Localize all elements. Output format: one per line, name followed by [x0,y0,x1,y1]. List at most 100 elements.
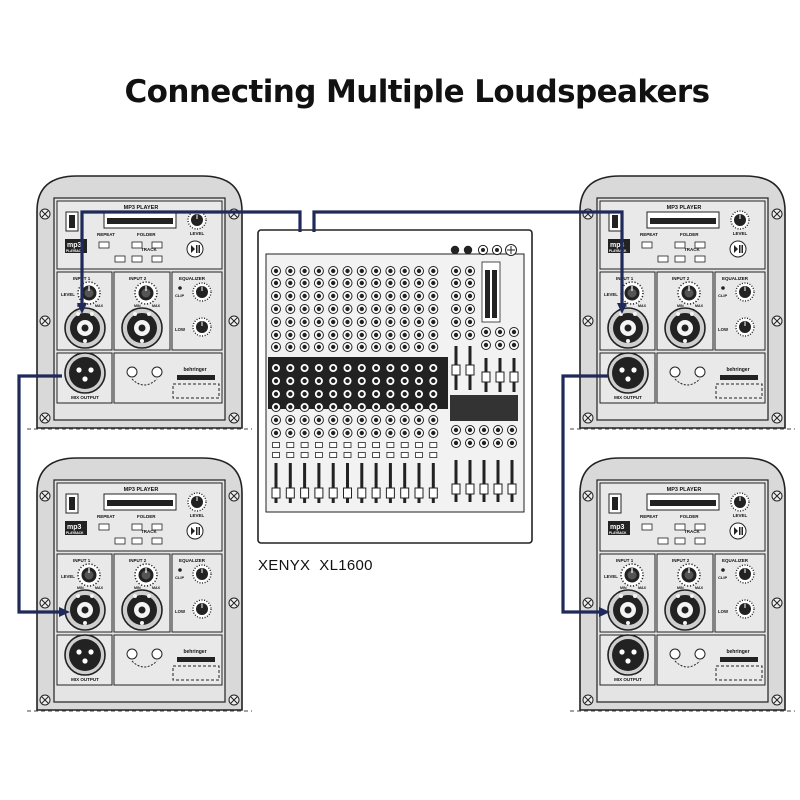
mp3-level-label: LEVEL [190,231,205,236]
channel-knob [356,415,367,425]
channel-knob [328,363,339,373]
master-fader-cap [451,364,461,376]
low-label: LOW [718,609,729,614]
fader-cap [385,487,395,499]
master-knob [465,317,475,327]
folder-label: FOLDER [680,514,699,519]
channel-knob [385,342,396,352]
cable-top-right-mixout-to-bottom-right-input [561,374,608,614]
channel-knob [356,342,367,352]
input1-max-label: MAX [638,304,647,308]
screw-icon [39,208,51,220]
channel-knob [271,376,281,386]
channel-knob [385,278,396,288]
ground-lift-area [172,383,220,399]
stereo-link-jack [694,648,706,660]
channel-knob [285,291,296,301]
channel-knob [271,402,281,412]
channel-button [400,452,409,458]
eq-high-knob [192,564,212,584]
channel-knob [428,291,439,301]
screw-icon [228,412,240,424]
brand-bar [177,375,215,380]
xlr-combo-jack-icon [607,589,649,631]
channel-knob [371,402,382,412]
main-fader-slot [454,460,458,502]
channel-knob [285,278,296,288]
mp3-player-label: MP3 PLAYER [667,205,702,211]
eq-low-knob [735,599,755,619]
channel-knob [285,389,296,399]
channel-knob [371,415,382,425]
ground-lift-area [715,383,763,399]
channel-knob [299,415,310,425]
mp3-logo-text: mp3 [610,242,625,249]
mp3-logo-subtext: PLAYBACK [609,531,627,535]
master-knob [451,278,461,288]
master-knob [465,425,475,435]
clip-label: CLIP [175,293,184,298]
main-fader-slot [482,460,486,502]
channel-knob [385,330,396,340]
channel-knob [371,389,382,399]
screw-icon [39,490,51,502]
eq-label: EQUALIZER [722,558,749,563]
channel-knob [328,415,339,425]
screw-icon [771,412,783,424]
fader-cap [343,487,352,499]
screw-icon [582,490,594,502]
channel-knob [371,376,382,386]
screw-icon [228,315,240,327]
mp3-level-label: LEVEL [733,231,748,236]
play-pause-glyph [734,245,743,253]
mixer-xenyx-xl1600 [257,229,533,544]
clip-led [721,568,725,572]
folder-label: FOLDER [137,514,156,519]
screw-icon [771,597,783,609]
channel-knob [399,342,410,352]
channel-knob [385,415,396,425]
master-knob [465,438,475,448]
eq-high-knob [735,564,755,584]
clip-led [721,286,725,290]
master-knob [509,327,519,337]
mp3-button [694,241,706,249]
channel-knob [428,415,439,425]
repeat-label: REPEAT [97,232,115,237]
mp3-button [114,537,126,545]
channel-knob [385,402,396,412]
screw-icon [582,694,594,706]
eq-low-knob [192,599,212,619]
usb-icon [69,497,75,510]
main-fader-slot [510,460,514,502]
track-label: TRACK [684,247,700,252]
channel-knob [414,402,424,412]
xlr-male-connector-icon [607,352,649,394]
channel-knob [399,330,410,340]
usb-icon [69,215,75,228]
channel-button [300,442,309,448]
channel-knob [313,342,324,352]
channel-knob [414,291,424,301]
group-fader-cap [481,371,491,383]
input2-level-knob [677,281,701,305]
channel-knob [356,428,367,438]
eq-label: EQUALIZER [722,276,749,281]
channel-knob [285,266,296,276]
master-knob [479,438,489,448]
channel-knob [271,363,281,373]
mp3-button [674,241,686,249]
mp3-button [98,241,110,249]
channel-knob [399,291,410,301]
fader-cap [271,487,281,499]
channel-knob [328,389,339,399]
channel-knob [313,278,324,288]
mp3-level-knob [187,492,207,512]
screw-icon [582,597,594,609]
screw-icon [582,315,594,327]
mix-output-label: MIX OUTPUT [71,677,99,682]
master-knob [465,278,475,288]
channel-knob [399,304,410,314]
channel-knob [313,291,324,301]
